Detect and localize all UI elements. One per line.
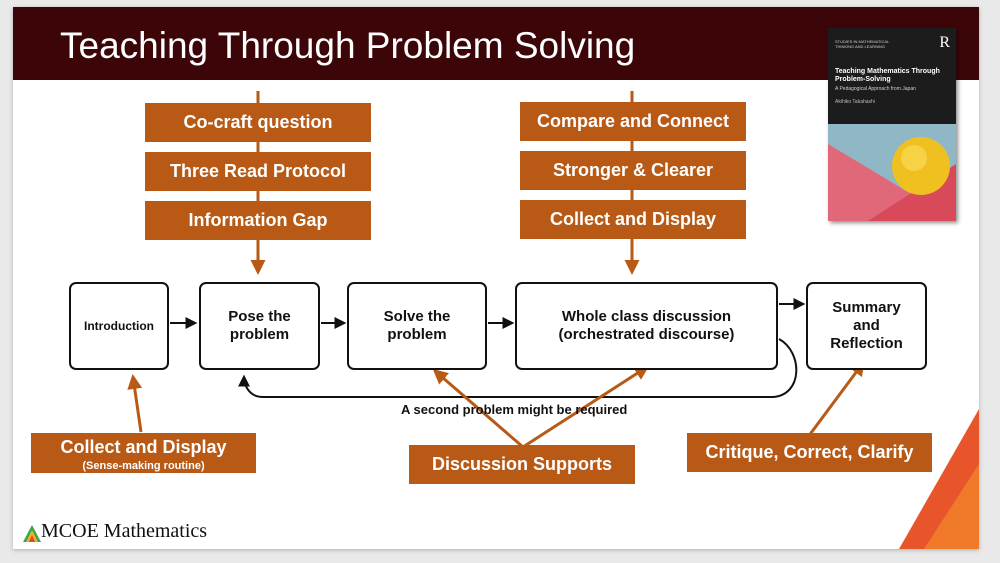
- book-subtitle: A Pedagogical Approach from Japan: [835, 86, 916, 92]
- support-label: Discussion Supports: [431, 454, 613, 474]
- stage-label: Summary and Reflection: [830, 299, 903, 352]
- routine-collect-and-display: Collect and Display: [520, 200, 746, 239]
- collect-and-display-sense-making: Collect and Display (Sense-making routin…: [31, 433, 256, 473]
- corner-accent-decoration: [899, 409, 979, 549]
- routine-label: Co-craft question: [183, 112, 333, 132]
- stage-label: Whole class discussion (orchestrated dis…: [558, 308, 735, 343]
- footer-brand: MCOE Mathematics: [41, 520, 208, 542]
- slide-title: Teaching Through Problem Solving: [60, 25, 636, 66]
- stage-summary-and-reflection: Summary and Reflection: [806, 282, 927, 370]
- book-cover-art: [828, 124, 956, 221]
- support-label: Critique, Correct, Clarify: [705, 442, 914, 462]
- routine-label: Three Read Protocol: [169, 161, 347, 181]
- publisher-logo: R: [939, 34, 950, 51]
- mcoe-logo-icon: [23, 525, 41, 542]
- stage-label: Pose the problem: [228, 308, 291, 343]
- discussion-supports: Discussion Supports: [409, 445, 635, 484]
- routine-information-gap: Information Gap: [145, 201, 371, 240]
- routine-stronger-and-clearer: Stronger & Clearer: [520, 151, 746, 190]
- book-title: Teaching Mathematics Through Problem-Sol…: [835, 68, 940, 83]
- book-author: Akihiko Takahashi: [835, 99, 875, 105]
- support-to-solve-arrow: [432, 369, 524, 449]
- loop-label: A second problem might be required: [401, 402, 628, 417]
- stage-solve-the-problem: Solve the problem: [347, 282, 487, 370]
- slide: Teaching Through Problem Solving Co-craf…: [13, 7, 979, 549]
- support-to-discussion-arrow: [522, 365, 650, 449]
- book-cover-image: STUDIES IN MATHEMATICAL THINKING AND LEA…: [828, 28, 956, 221]
- routine-three-read-protocol: Three Read Protocol: [145, 152, 371, 191]
- support-label: Collect and Display: [60, 436, 227, 457]
- routine-co-craft-question: Co-craft question: [145, 103, 371, 142]
- routine-label: Collect and Display: [549, 209, 717, 229]
- stage-whole-class-discussion: Whole class discussion (orchestrated dis…: [515, 282, 778, 370]
- routine-label: Information Gap: [188, 210, 328, 230]
- routine-compare-and-connect: Compare and Connect: [520, 102, 746, 141]
- title-bar: Teaching Through Problem Solving: [13, 7, 979, 80]
- routine-label: Stronger & Clearer: [552, 160, 714, 180]
- stage-pose-the-problem: Pose the problem: [199, 282, 320, 370]
- book-series: STUDIES IN MATHEMATICAL THINKING AND LEA…: [835, 39, 890, 49]
- stage-label: Solve the problem: [383, 308, 451, 343]
- loop-back-arrow: [238, 338, 798, 398]
- stage-label: Introduction: [84, 319, 154, 333]
- routine-label: Compare and Connect: [536, 111, 730, 131]
- collect-display-arrow: [127, 374, 143, 433]
- critique-arrow: [806, 360, 865, 438]
- support-sublabel: (Sense-making routine): [82, 459, 205, 472]
- critique-correct-clarify: Critique, Correct, Clarify: [687, 433, 932, 472]
- stage-introduction: Introduction: [69, 282, 169, 370]
